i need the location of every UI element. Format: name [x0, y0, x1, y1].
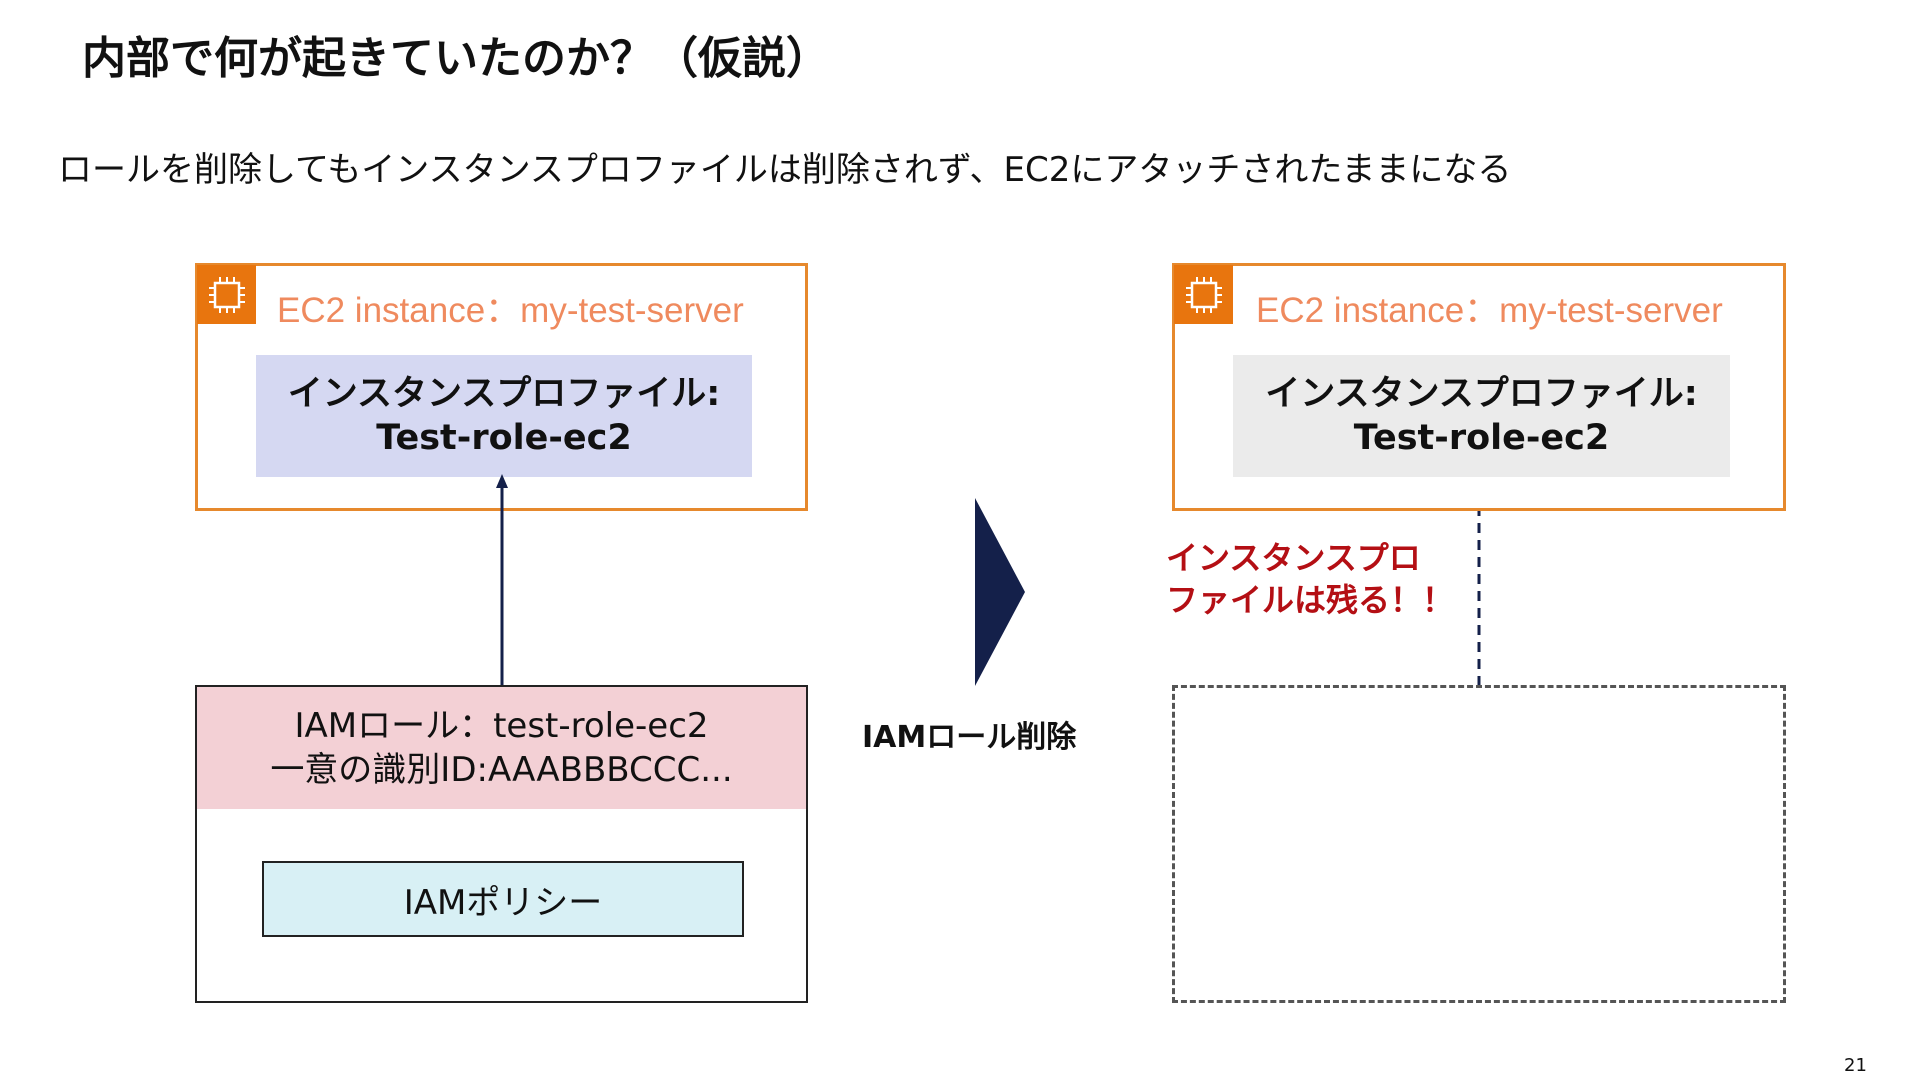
- role-delete-label: IAMロール削除: [862, 720, 1077, 755]
- ec2-instance-box-after: EC2 instance：my-test-server インスタンスプロファイル…: [1172, 263, 1786, 511]
- iam-role-name: IAMロール：test-role-ec2: [294, 706, 709, 746]
- iam-policy-box: IAMポリシー: [262, 861, 744, 937]
- profile-remains-line2: ファイルは残る！！: [1166, 581, 1455, 619]
- attach-arrow-head: [496, 474, 508, 488]
- instance-profile-name: Test-role-ec2: [376, 418, 632, 458]
- transition-chevron-icon: [975, 498, 1025, 686]
- ec2-chip-icon: [1174, 265, 1233, 324]
- instance-profile-title: インスタンスプロファイル:: [287, 374, 721, 414]
- page-subtitle: ロールを削除してもインスタンスプロファイルは削除されず、EC2にアタッチされたま…: [58, 150, 1512, 190]
- page-number: 21: [1844, 1055, 1867, 1076]
- deleted-role-placeholder: [1172, 685, 1786, 1003]
- instance-profile-title: インスタンスプロファイル:: [1265, 374, 1698, 414]
- ec2-instance-box-before: EC2 instance：my-test-server インスタンスプロファイル…: [195, 263, 808, 511]
- profile-remains-line1: インスタンスプロ: [1166, 539, 1421, 577]
- iam-role-header: IAMロール：test-role-ec2 一意の識別ID:AAABBBCCC..…: [197, 687, 806, 809]
- instance-profile-before: インスタンスプロファイル: Test-role-ec2: [256, 355, 752, 477]
- iam-policy-label: IAMポリシー: [403, 882, 603, 923]
- iam-role-box: IAMロール：test-role-ec2 一意の識別ID:AAABBBCCC..…: [195, 685, 808, 1003]
- instance-profile-after: インスタンスプロファイル: Test-role-ec2: [1233, 355, 1730, 477]
- ec2-instance-label: EC2 instance：my-test-server: [277, 291, 744, 330]
- instance-profile-name: Test-role-ec2: [1353, 418, 1610, 458]
- profile-remains-note: インスタンスプロ ファイルは残る！！: [1166, 537, 1454, 621]
- ec2-chip-icon: [197, 265, 256, 324]
- iam-role-unique-id: 一意の識別ID:AAABBBCCC...: [270, 750, 733, 790]
- ec2-instance-label: EC2 instance：my-test-server: [1256, 291, 1723, 330]
- page-title: 内部で何が起きていたのか？（仮説）: [82, 33, 830, 84]
